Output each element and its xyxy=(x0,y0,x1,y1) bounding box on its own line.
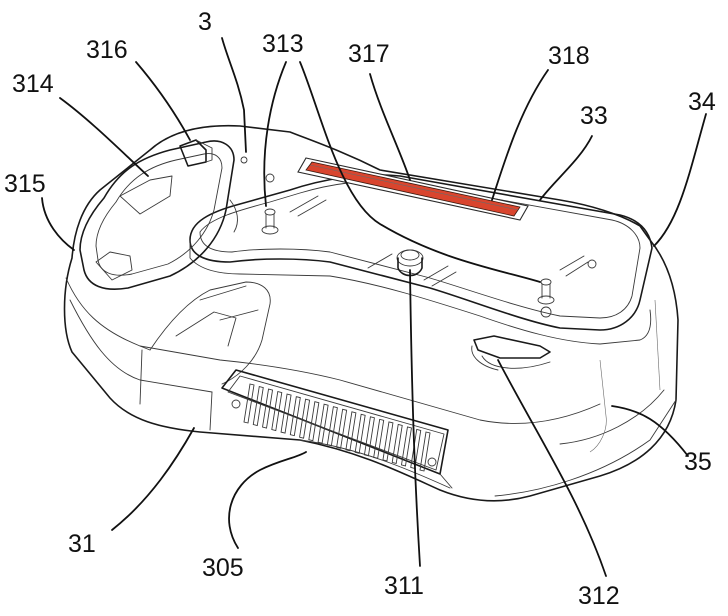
label-33: 33 xyxy=(580,102,608,130)
vent-slot xyxy=(354,413,366,454)
leader-316 xyxy=(135,61,191,141)
leader-318 xyxy=(491,69,549,201)
probe-left xyxy=(261,208,279,235)
leader-311 xyxy=(409,269,421,567)
vent-grille xyxy=(221,369,449,475)
vent-slot xyxy=(243,383,255,424)
label-34: 34 xyxy=(688,88,716,116)
vent-slot xyxy=(419,431,431,472)
probe-right xyxy=(537,278,555,318)
label-311: 311 xyxy=(384,572,424,600)
vent-slot xyxy=(262,388,274,429)
vent-slot xyxy=(382,421,394,462)
latch xyxy=(179,139,213,167)
leader-314 xyxy=(59,97,149,177)
leader-313-b xyxy=(299,61,541,283)
device-housing xyxy=(63,124,679,502)
vent-slot xyxy=(252,385,264,427)
label-314: 314 xyxy=(12,70,54,98)
label-317: 317 xyxy=(348,40,390,68)
leader-33 xyxy=(539,135,593,201)
label-318: 318 xyxy=(548,42,590,70)
vent-slot xyxy=(317,403,329,444)
vent-slots xyxy=(243,383,431,472)
label-315: 315 xyxy=(4,170,46,198)
label-31: 31 xyxy=(68,530,96,558)
vent-slot xyxy=(289,396,301,437)
vent-slot xyxy=(363,416,375,457)
vent-slot xyxy=(391,423,403,464)
battery-cover xyxy=(79,140,238,290)
leader-305 xyxy=(228,451,307,549)
leader-312 xyxy=(497,359,607,577)
leader-317 xyxy=(369,73,411,181)
vent-slot xyxy=(373,418,385,459)
vent-slot xyxy=(271,391,283,432)
vent-slot xyxy=(336,408,348,449)
leader-313-a xyxy=(263,61,287,207)
leader-315 xyxy=(41,197,75,251)
label-316: 316 xyxy=(86,36,128,64)
reference-labels: 3 313 317 316 318 314 33 34 315 35 31 30… xyxy=(4,8,716,610)
vent-slot xyxy=(345,411,357,452)
leader-31 xyxy=(111,427,195,531)
vent-slot xyxy=(299,398,311,439)
vent-slot xyxy=(308,401,320,442)
heating-strip xyxy=(305,161,521,217)
label-3: 3 xyxy=(198,8,212,36)
leader-35 xyxy=(611,405,689,457)
vent-slot xyxy=(326,406,338,447)
label-312: 312 xyxy=(578,582,620,610)
vent-slot xyxy=(280,393,292,434)
label-305: 305 xyxy=(202,554,244,582)
label-35: 35 xyxy=(684,448,712,476)
leader-34 xyxy=(653,113,707,247)
leader-lines xyxy=(41,37,707,577)
leader-3 xyxy=(221,37,247,153)
label-313: 313 xyxy=(262,30,304,58)
dial xyxy=(471,335,551,371)
vent-slot xyxy=(400,426,412,467)
